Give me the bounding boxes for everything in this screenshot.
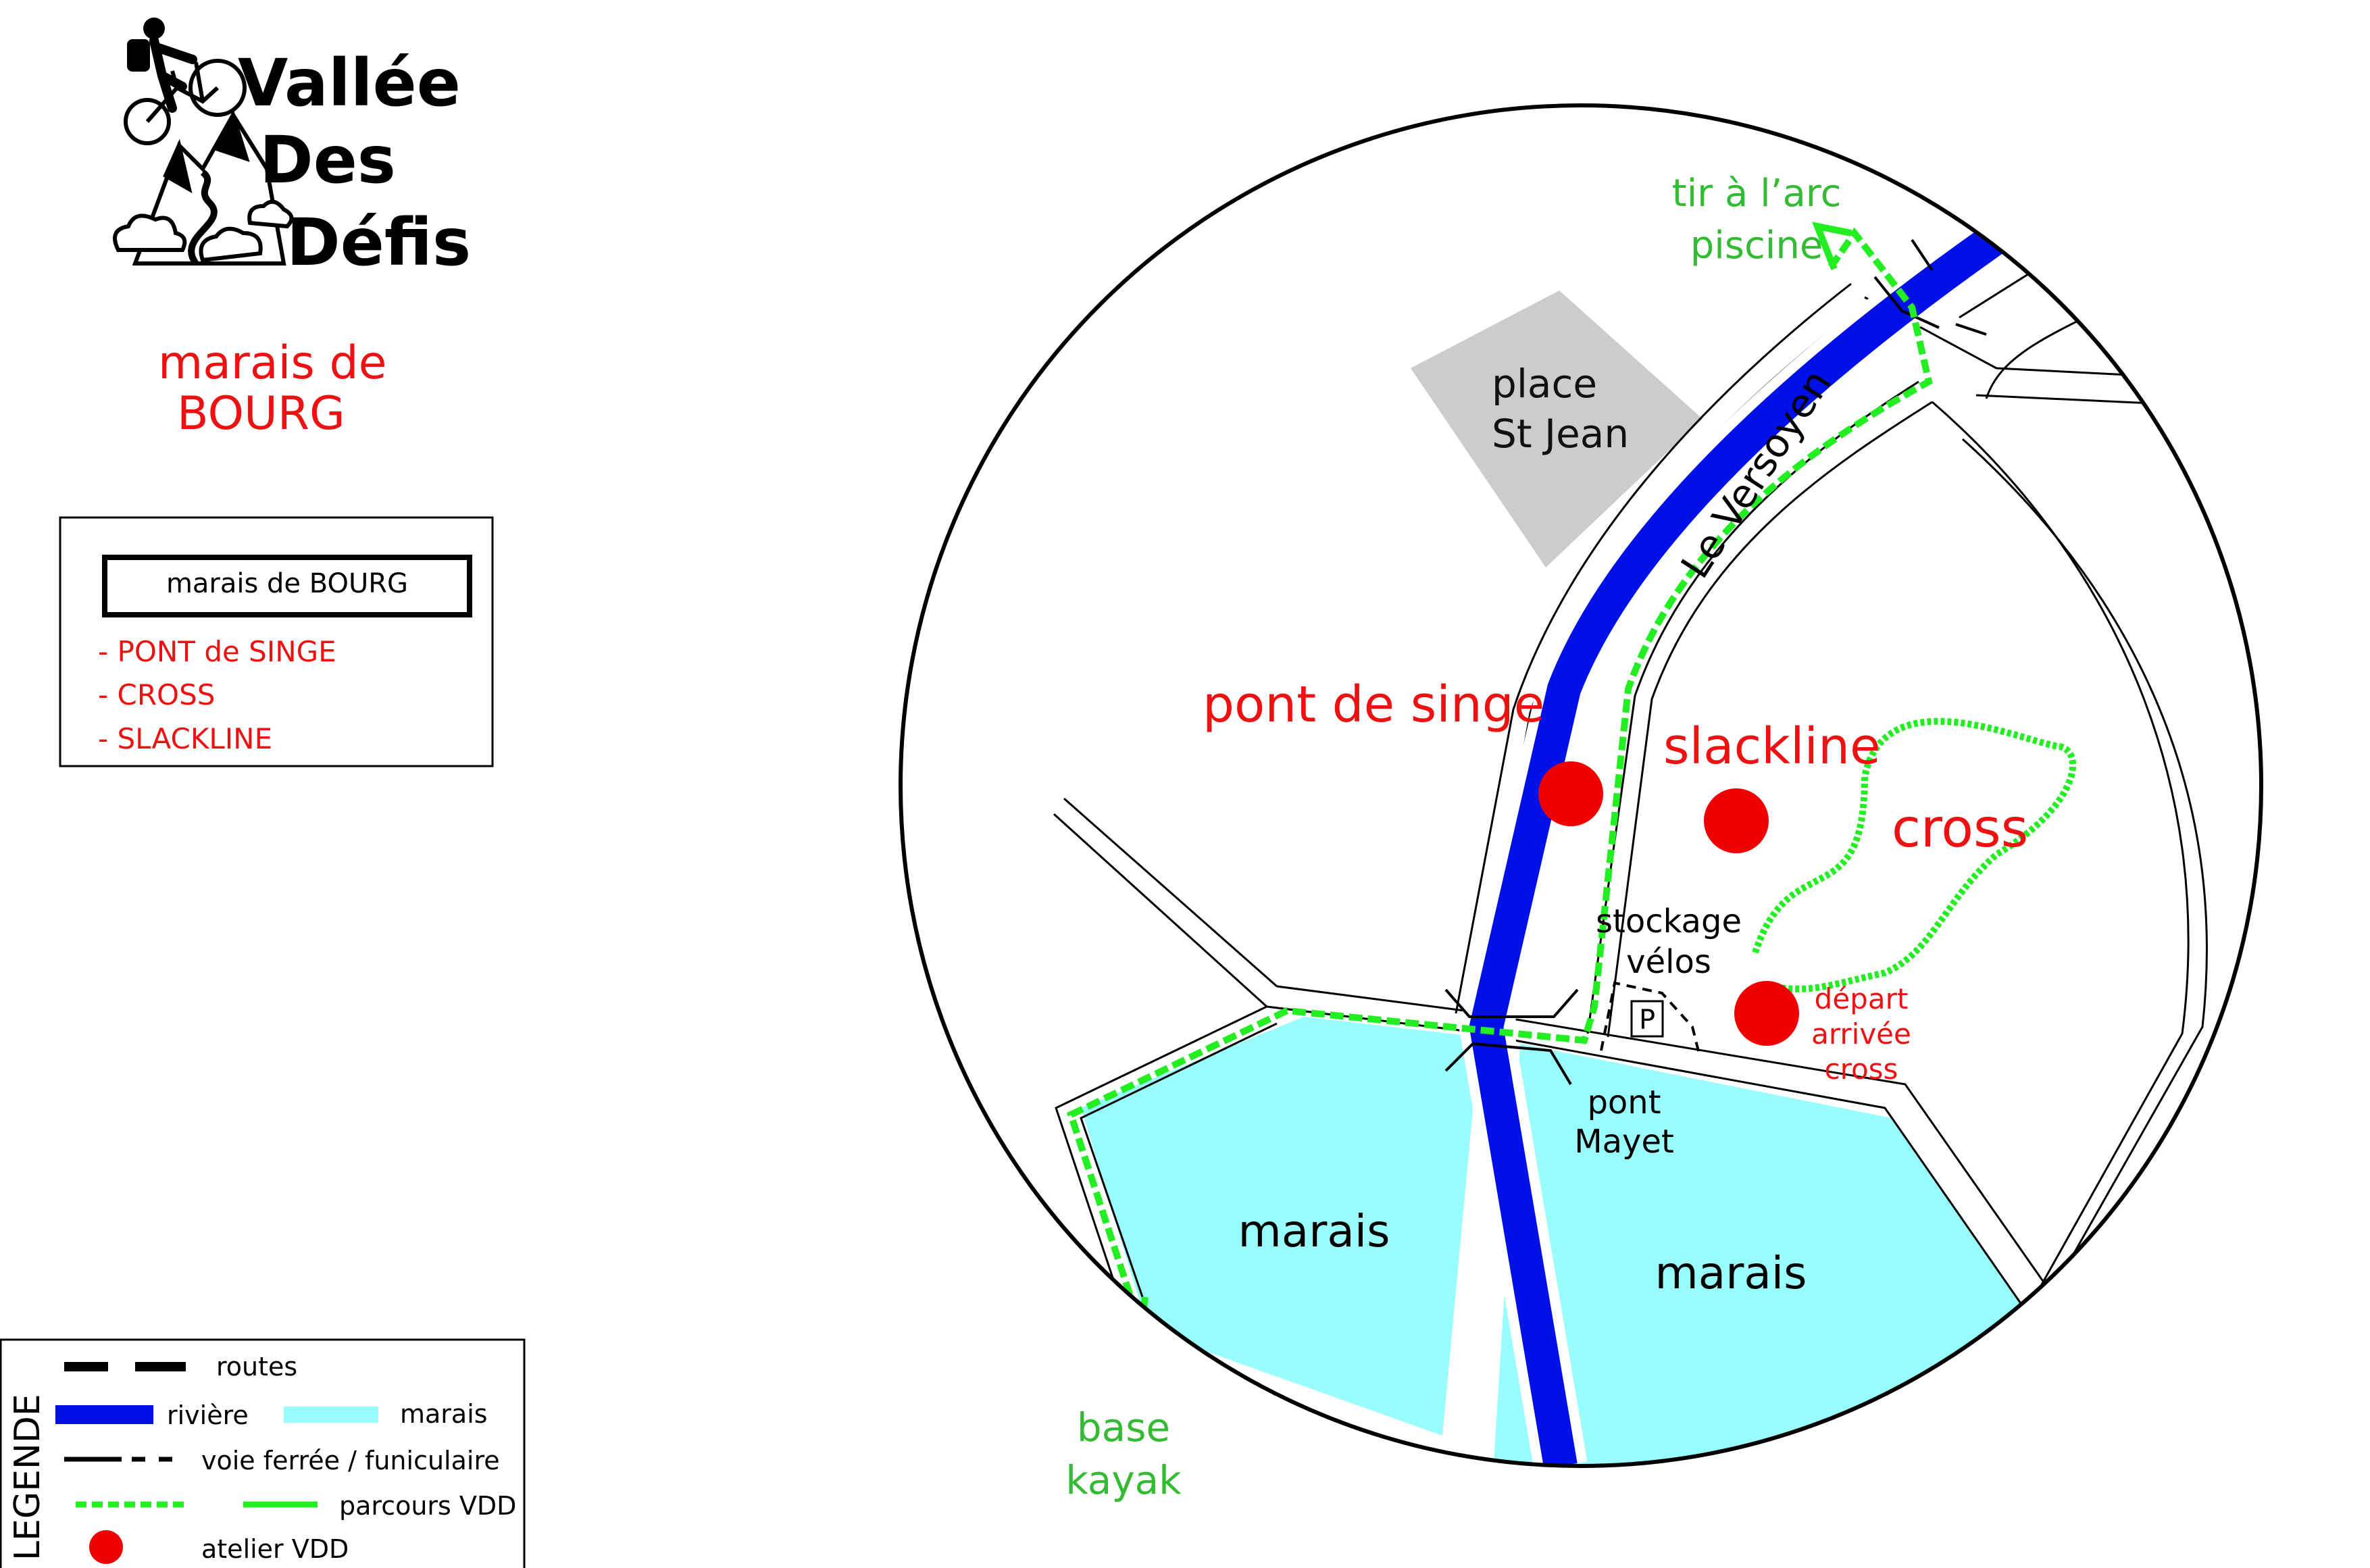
marais-right-label: marais: [1655, 1247, 1807, 1299]
place-st-jean-area: [1411, 290, 1703, 567]
stockage-velos-label: stockage: [1596, 903, 1742, 940]
legend-atelier-label: atelier VDD: [201, 1534, 349, 1564]
mountain-bike-logo-icon: [113, 18, 294, 265]
river-le-versoyen: [1459, 194, 2042, 1466]
slackline-label: slackline: [1663, 717, 1881, 776]
atelier-pont-de-singe-dot: [1538, 761, 1603, 826]
parcours-vdd-route: [1066, 227, 1933, 1332]
tir-arc-piscine-label: piscine: [1690, 224, 1823, 268]
pont-mayet-label: Mayet: [1574, 1123, 1674, 1161]
marais-left-label: marais: [1238, 1205, 1390, 1257]
logo-line-2: Des: [259, 122, 396, 198]
base-kayak-label: base: [1077, 1405, 1170, 1450]
depart-arrivee-label: arrivée: [1811, 1017, 1911, 1051]
tir-arc-arrow-icon: [1811, 222, 1852, 270]
info-box-item: - CROSS: [98, 678, 215, 711]
logo: Vallée Des Défis: [113, 18, 471, 280]
info-box-title: marais de BOURG: [166, 568, 408, 599]
marais-zone-right: [1493, 1044, 2020, 1466]
atelier-depart-cross-dot: [1734, 981, 1799, 1046]
info-box-item: - PONT de SINGE: [98, 635, 336, 668]
legend-marais-swatch: [284, 1407, 378, 1423]
info-box: marais de BOURG - PONT de SINGE - CROSS …: [59, 516, 494, 767]
legend-atelier-dot: [89, 1530, 123, 1564]
marais-zone-left: [1081, 1017, 1480, 1436]
atelier-slackline-dot: [1704, 788, 1769, 853]
logo-line-3: Défis: [286, 205, 471, 280]
pont-mayet-bridge-icon: [1444, 988, 1579, 1086]
tir-arc-piscine-label: tir à l’arc: [1672, 172, 1842, 216]
pont-mayet-label: pont: [1587, 1084, 1661, 1121]
depart-arrivee-label: cross: [1825, 1053, 1898, 1086]
top-bridge-icon: [1873, 238, 1987, 336]
pont-de-singe-label: pont de singe: [1203, 676, 1544, 734]
logo-line-1: Vallée: [238, 45, 461, 121]
parking-icon: [1630, 1000, 1664, 1038]
legend-routes-label: routes: [216, 1352, 297, 1382]
site-title-line-2: BOURG: [177, 387, 345, 440]
legend-riviere-label: rivière: [167, 1400, 249, 1430]
legend-marais-label: marais: [400, 1399, 488, 1429]
map-boundary-circle: [899, 103, 2263, 1468]
depart-arrivee-label: départ: [1815, 982, 1909, 1015]
place-st-jean-label: place: [1492, 361, 1597, 407]
parking-label: P: [1639, 1005, 1655, 1036]
info-box-item: - SLACKLINE: [98, 722, 272, 755]
legend: LEGENDE routes rivière marais voie ferré…: [0, 1338, 526, 1568]
legend-title: LEGENDE: [7, 1394, 48, 1561]
map-area: P: [901, 105, 2261, 1466]
legend-voie-label: voie ferrée / funiculaire: [201, 1446, 500, 1475]
stockage-velos-label: vélos: [1626, 943, 1711, 981]
legend-riviere-swatch: [55, 1405, 153, 1424]
cross-label: cross: [1892, 799, 2028, 859]
place-st-jean-label: St Jean: [1492, 411, 1629, 457]
parking-area: P: [1600, 981, 1700, 1055]
legend-parcours-label: parcours VDD: [339, 1491, 516, 1521]
base-kayak-label: kayak: [1065, 1457, 1182, 1503]
site-title-line-1: marais de: [158, 336, 386, 390]
